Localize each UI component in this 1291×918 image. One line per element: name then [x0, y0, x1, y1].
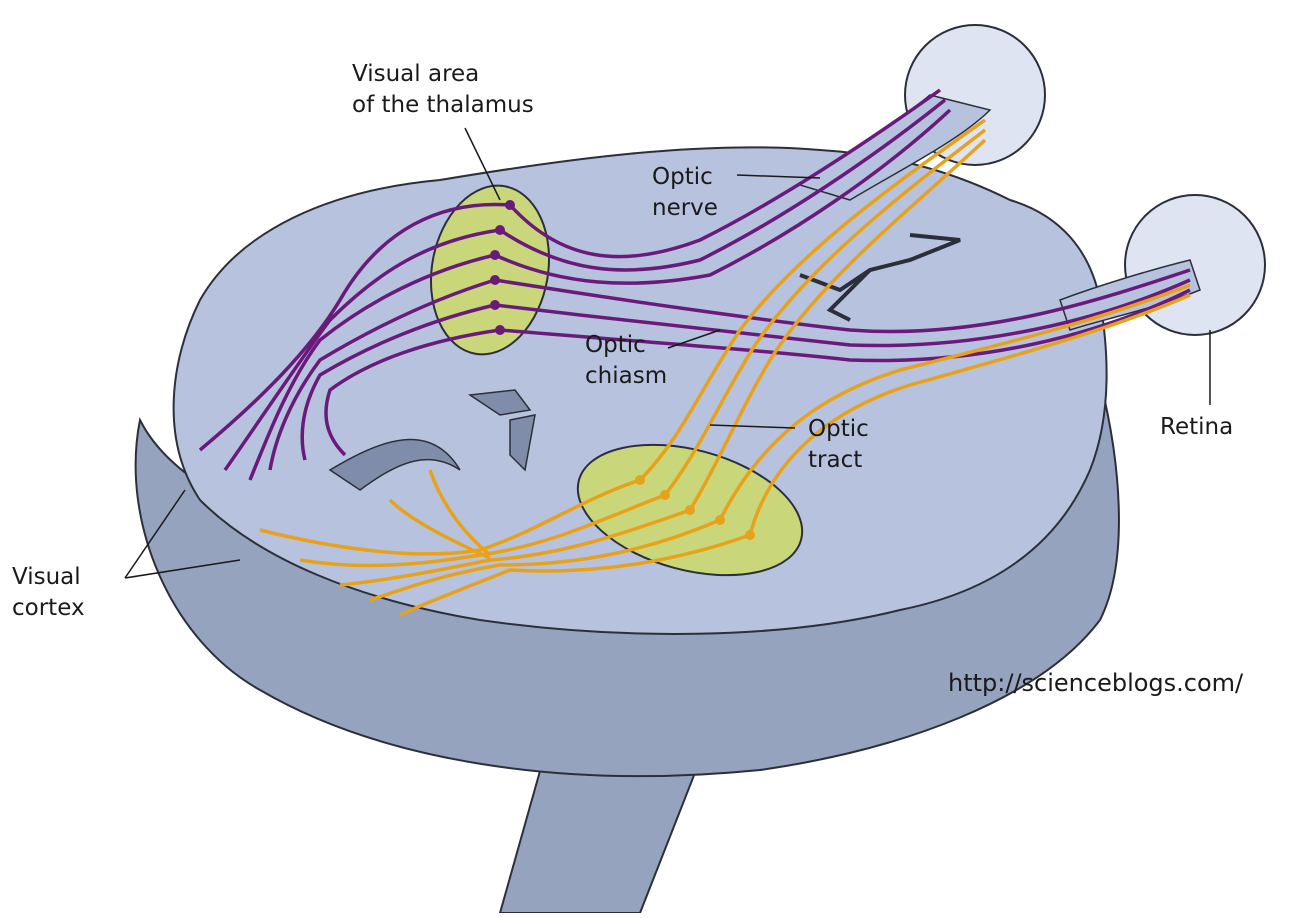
retina-label-text: Retina [1160, 412, 1233, 443]
optic-chiasm-label: Optic chiasm [585, 330, 667, 392]
thalamus-label-line2: of the thalamus [352, 90, 534, 121]
thalamus-label-line1: Visual area [352, 59, 534, 90]
optic-tract-label-line1: Optic [808, 414, 869, 445]
visual-cortex-label: Visual cortex [12, 562, 85, 624]
optic-nerve-label-line1: Optic [652, 162, 718, 193]
optic-nerve-label-line2: nerve [652, 193, 718, 224]
optic-nerve-label: Optic nerve [652, 162, 718, 224]
retina-label: Retina [1160, 412, 1233, 443]
visual-cortex-label-line1: Visual [12, 562, 85, 593]
visual-cortex-label-line2: cortex [12, 593, 85, 624]
source-url: http://scienceblogs.com/ [948, 669, 1243, 697]
optic-chiasm-label-line2: chiasm [585, 361, 667, 392]
thalamus-label: Visual area of the thalamus [352, 59, 534, 121]
optic-tract-label-line2: tract [808, 445, 869, 476]
optic-chiasm-label-line1: Optic [585, 330, 667, 361]
optic-tract-label: Optic tract [808, 414, 869, 476]
